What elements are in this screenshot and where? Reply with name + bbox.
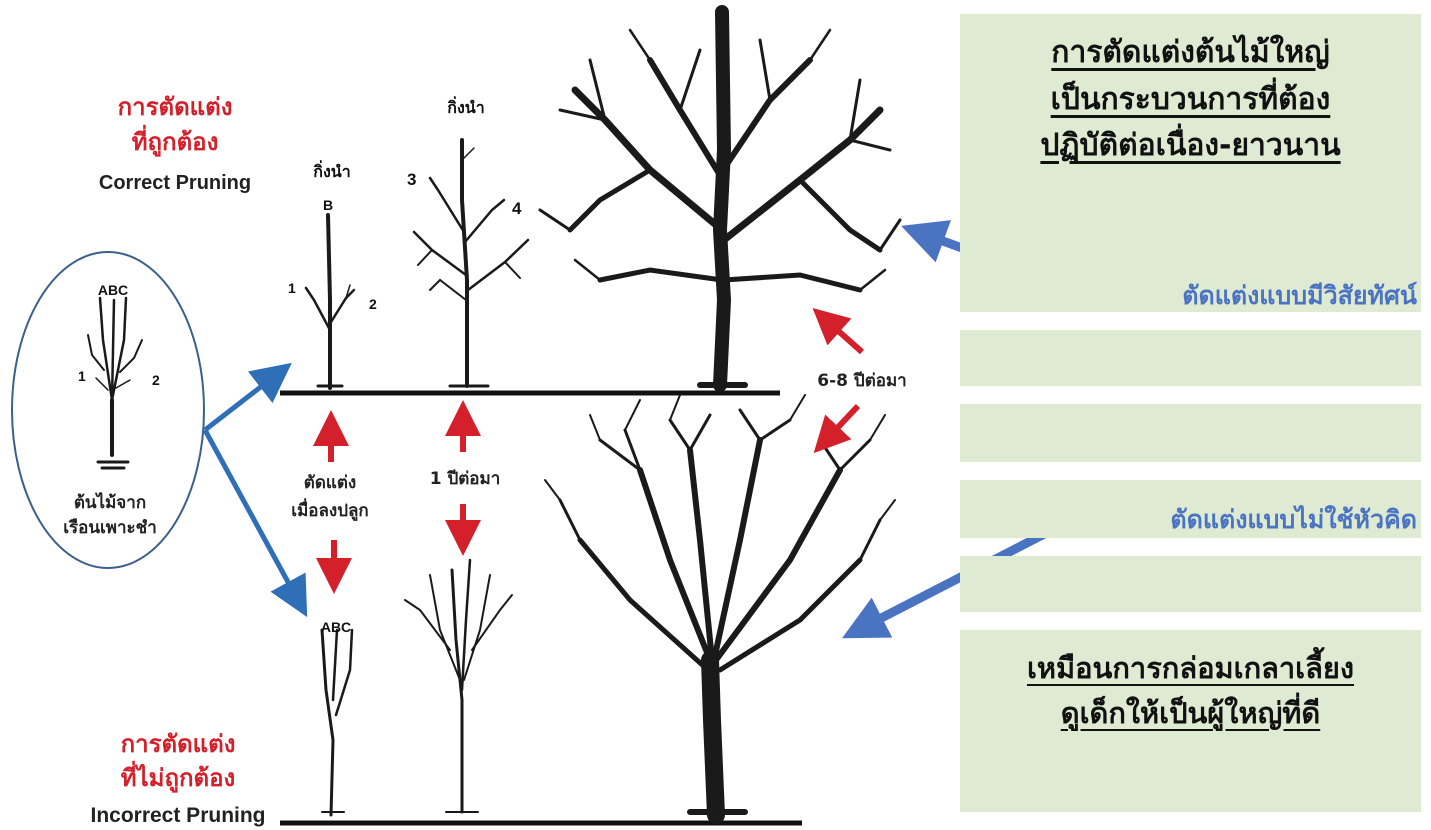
tree-a-mark-b: B — [323, 197, 333, 213]
panel-strip-4 — [960, 556, 1421, 612]
label-thoughtless: ตัดแต่งแบบไม่ใช้หัวคิด — [1170, 505, 1417, 534]
nursery-ellipse — [11, 251, 205, 569]
nursery-mark-1: 1 — [78, 368, 86, 384]
red-arrow-up-c — [812, 308, 864, 355]
panel-strip-2 — [960, 404, 1421, 462]
label-one-year-later: 1 ปีต่อมา — [430, 468, 501, 489]
nursery-label-line1: ต้นไม้จาก — [74, 492, 146, 513]
right-title-line-2: เป็นกระบวนการที่ต้อง — [1050, 81, 1331, 117]
correct-heading-line1: การตัดแต่ง — [118, 93, 233, 121]
tree-b-drawing — [412, 138, 530, 388]
nurture-line-2: ดูเด็กให้เป็นผู้ใหญ่ที่ดี — [1060, 695, 1321, 730]
incorrect-heading-line1: การตัดแต่ง — [121, 730, 236, 758]
correct-heading-line2: ที่ถูกต้อง — [132, 124, 219, 157]
right-title: การตัดแต่งต้นไม้ใหญ่ เป็นกระบวนการที่ต้อ… — [960, 30, 1421, 170]
right-title-line-3: ปฏิบัติต่อเนื่อง-ยาวนาน — [1040, 128, 1341, 163]
nursery-mark-2: 2 — [152, 372, 160, 388]
incorrect-english: Incorrect Pruning — [90, 804, 265, 827]
title-panel — [960, 14, 1421, 312]
arrow-to-incorrect — [202, 428, 308, 618]
nurture-panel — [960, 630, 1421, 812]
panel-strip-1 — [960, 330, 1421, 386]
tree-c-drawing — [320, 628, 354, 817]
pointer-arrow-thoughtless — [842, 526, 1055, 639]
nurture-line-1: เหมือนการกล่อมเกลาเลี้ยง — [1026, 651, 1355, 685]
tree-a-leader: กิ่งนำ — [313, 160, 351, 181]
arrow-to-correct — [203, 362, 292, 432]
label-visionary: ตัดแต่งแบบมีวิสัยทัศน์ — [1182, 281, 1417, 310]
tree-c-abc: ABC — [321, 619, 351, 635]
tree-b-leader: กิ่งนำ — [447, 96, 485, 117]
tree-a-mark-1: 1 — [288, 280, 296, 296]
label-prune-at-planting-1: ตัดแต่ง — [304, 473, 356, 493]
tree-f-drawing — [544, 394, 896, 824]
label-years-later: 6-8 ปีต่อมา — [817, 370, 906, 391]
tree-d-drawing — [538, 5, 902, 392]
nursery-label-line2: เรือนเพาะชำ — [63, 517, 157, 538]
red-arrow-down-c — [813, 403, 861, 454]
incorrect-heading-line2: ที่ไม่ถูกต้อง — [121, 760, 236, 793]
tree-a-mark-2: 2 — [369, 296, 377, 312]
tree-e-drawing — [404, 558, 513, 814]
correct-english: Correct Pruning — [99, 172, 251, 194]
nursery-tree-drawing — [87, 296, 143, 470]
tree-b-mark-4: 4 — [512, 199, 522, 218]
label-prune-at-planting-2: เมื่อลงปลูก — [291, 498, 368, 522]
right-title-line-1: การตัดแต่งต้นไม้ใหญ่ — [1051, 35, 1330, 70]
tree-b-mark-3: 3 — [407, 170, 416, 189]
panel-strip-3 — [960, 480, 1421, 538]
nurture-text: เหมือนการกล่อมเกลาเลี้ยง ดูเด็กให้เป็นผู… — [960, 646, 1421, 736]
nursery-abc: ABC — [98, 282, 128, 298]
tree-a-drawing — [304, 213, 356, 390]
